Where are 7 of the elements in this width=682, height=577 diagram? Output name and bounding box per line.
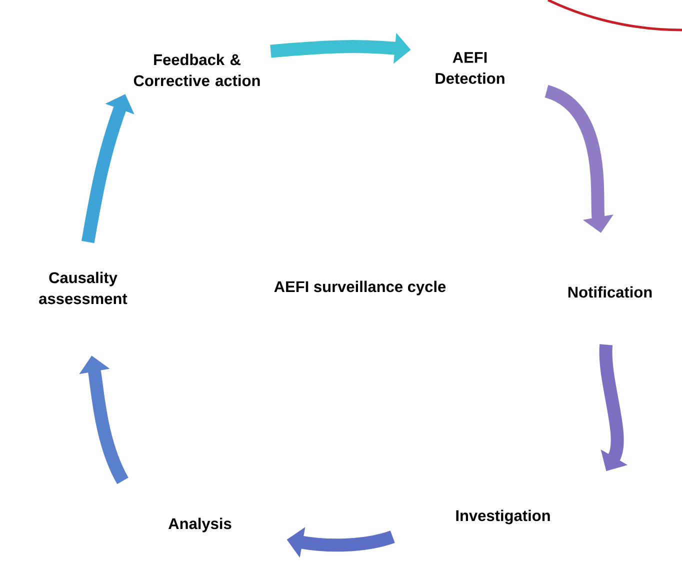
stage-label: Notification [568,286,652,298]
stage-label: AEFI Detection [436,52,504,84]
center-label: AEFI surveillance cycle [274,280,446,296]
stage-label: Causality assessment [39,272,128,304]
stage-label: Feedback & Corrective action [134,54,260,86]
stage-label: Analysis [168,518,232,532]
stage-label: Investigation [456,510,550,524]
